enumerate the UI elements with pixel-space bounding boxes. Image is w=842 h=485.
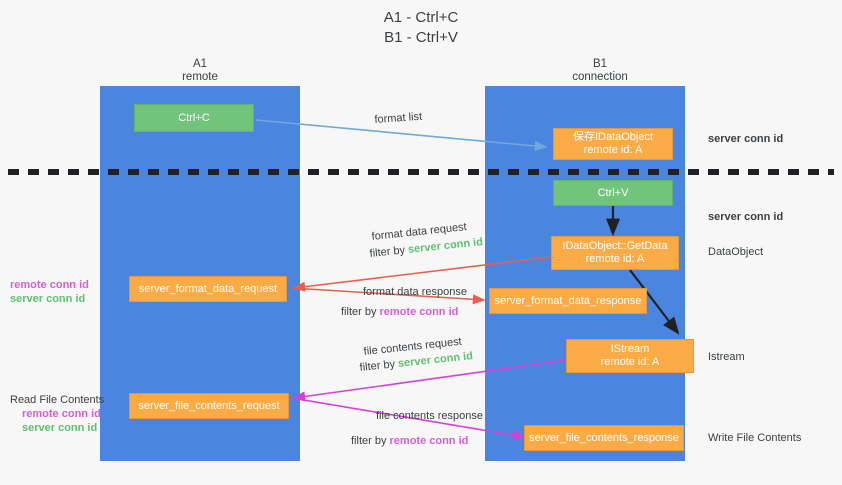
page-title: A1 - Ctrl+C B1 - Ctrl+V	[0, 8, 842, 48]
box-server-file-contents-request[interactable]: server_file_contents_request	[129, 393, 289, 419]
box-server-file-contents-response[interactable]: server_file_contents_response	[524, 425, 684, 451]
filter-prefix: filter by	[341, 306, 380, 318]
column-b1-name: B1	[592, 58, 608, 70]
box-istream[interactable]: IStream remote id: A	[566, 339, 694, 373]
box-ctrl-c-label: Ctrl+C	[178, 111, 210, 124]
box-server-format-data-response[interactable]: server_format_data_response	[489, 288, 647, 314]
box-save-idataobject[interactable]: 保存IDataObject remote id: A	[553, 128, 673, 160]
box-server-format-data-request-label: server_format_data_request	[138, 282, 278, 295]
label-server-conn-id-top: server conn id	[708, 133, 784, 145]
filter-prefix: filter by	[369, 243, 409, 260]
annotation-format-data-response-filter: filter by remote conn id	[341, 305, 458, 319]
label-dataobject: DataObject	[708, 246, 764, 258]
box-ctrl-v-label: Ctrl+V	[597, 186, 629, 199]
box-getdata[interactable]: IDataObject::GetData remote id: A	[551, 236, 679, 270]
left-label-server-conn-id-1: server conn id	[10, 293, 86, 305]
column-a1-sub: remote	[182, 71, 218, 83]
box-save-idataobject-line2: remote id: A	[583, 144, 643, 156]
box-save-idataobject-line1: 保存IDataObject	[572, 131, 654, 143]
annotation-file-contents-response: file contents response	[376, 410, 484, 422]
left-label-read-file-contents: Read File Contents	[10, 394, 105, 406]
left-label-group-file: Read File Contents remote conn id server…	[10, 393, 104, 435]
column-b1-sub: connection	[572, 71, 628, 83]
annotation-format-list: format list	[374, 110, 423, 126]
left-label-group-format: remote conn id server conn id	[10, 278, 89, 306]
filter-prefix: filter by	[359, 357, 399, 374]
filter-value-server-conn-id: server conn id	[407, 236, 484, 256]
box-server-file-contents-response-label: server_file_contents_response	[529, 431, 679, 444]
column-header-b1: B1 connection	[530, 58, 670, 84]
label-istream: Istream	[708, 351, 745, 363]
label-server-conn-id-mid: server conn id	[708, 211, 784, 223]
filter-prefix: filter by	[351, 435, 390, 447]
title-line-1: A1 - Ctrl+C	[383, 9, 459, 26]
annotation-format-data-response: format data response	[363, 286, 467, 298]
filter-value-remote-conn-id: remote conn id	[379, 306, 459, 318]
box-server-format-data-request[interactable]: server_format_data_request	[129, 276, 287, 302]
box-getdata-line1: IDataObject::GetData	[562, 240, 668, 252]
box-istream-line2: remote id: A	[600, 356, 660, 368]
box-server-format-data-response-label: server_format_data_response	[494, 294, 642, 307]
left-label-server-conn-id-2: server conn id	[22, 422, 98, 434]
column-header-a1: A1 remote	[130, 58, 270, 84]
left-label-remote-conn-id-2: remote conn id	[22, 408, 101, 420]
annotation-file-contents-response-filter: filter by remote conn id	[351, 434, 468, 448]
column-a1-name: A1	[192, 58, 208, 70]
box-server-file-contents-request-label: server_file_contents_request	[138, 399, 280, 412]
title-line-2: B1 - Ctrl+V	[384, 29, 458, 46]
box-getdata-line2: remote id: A	[585, 253, 645, 265]
box-istream-line1: IStream	[610, 343, 650, 355]
box-ctrl-v[interactable]: Ctrl+V	[553, 180, 673, 206]
box-ctrl-c[interactable]: Ctrl+C	[134, 104, 254, 132]
left-label-remote-conn-id-1: remote conn id	[10, 279, 89, 291]
label-write-file-contents: Write File Contents	[708, 432, 802, 444]
filter-value-remote-conn-id: remote conn id	[389, 435, 469, 447]
